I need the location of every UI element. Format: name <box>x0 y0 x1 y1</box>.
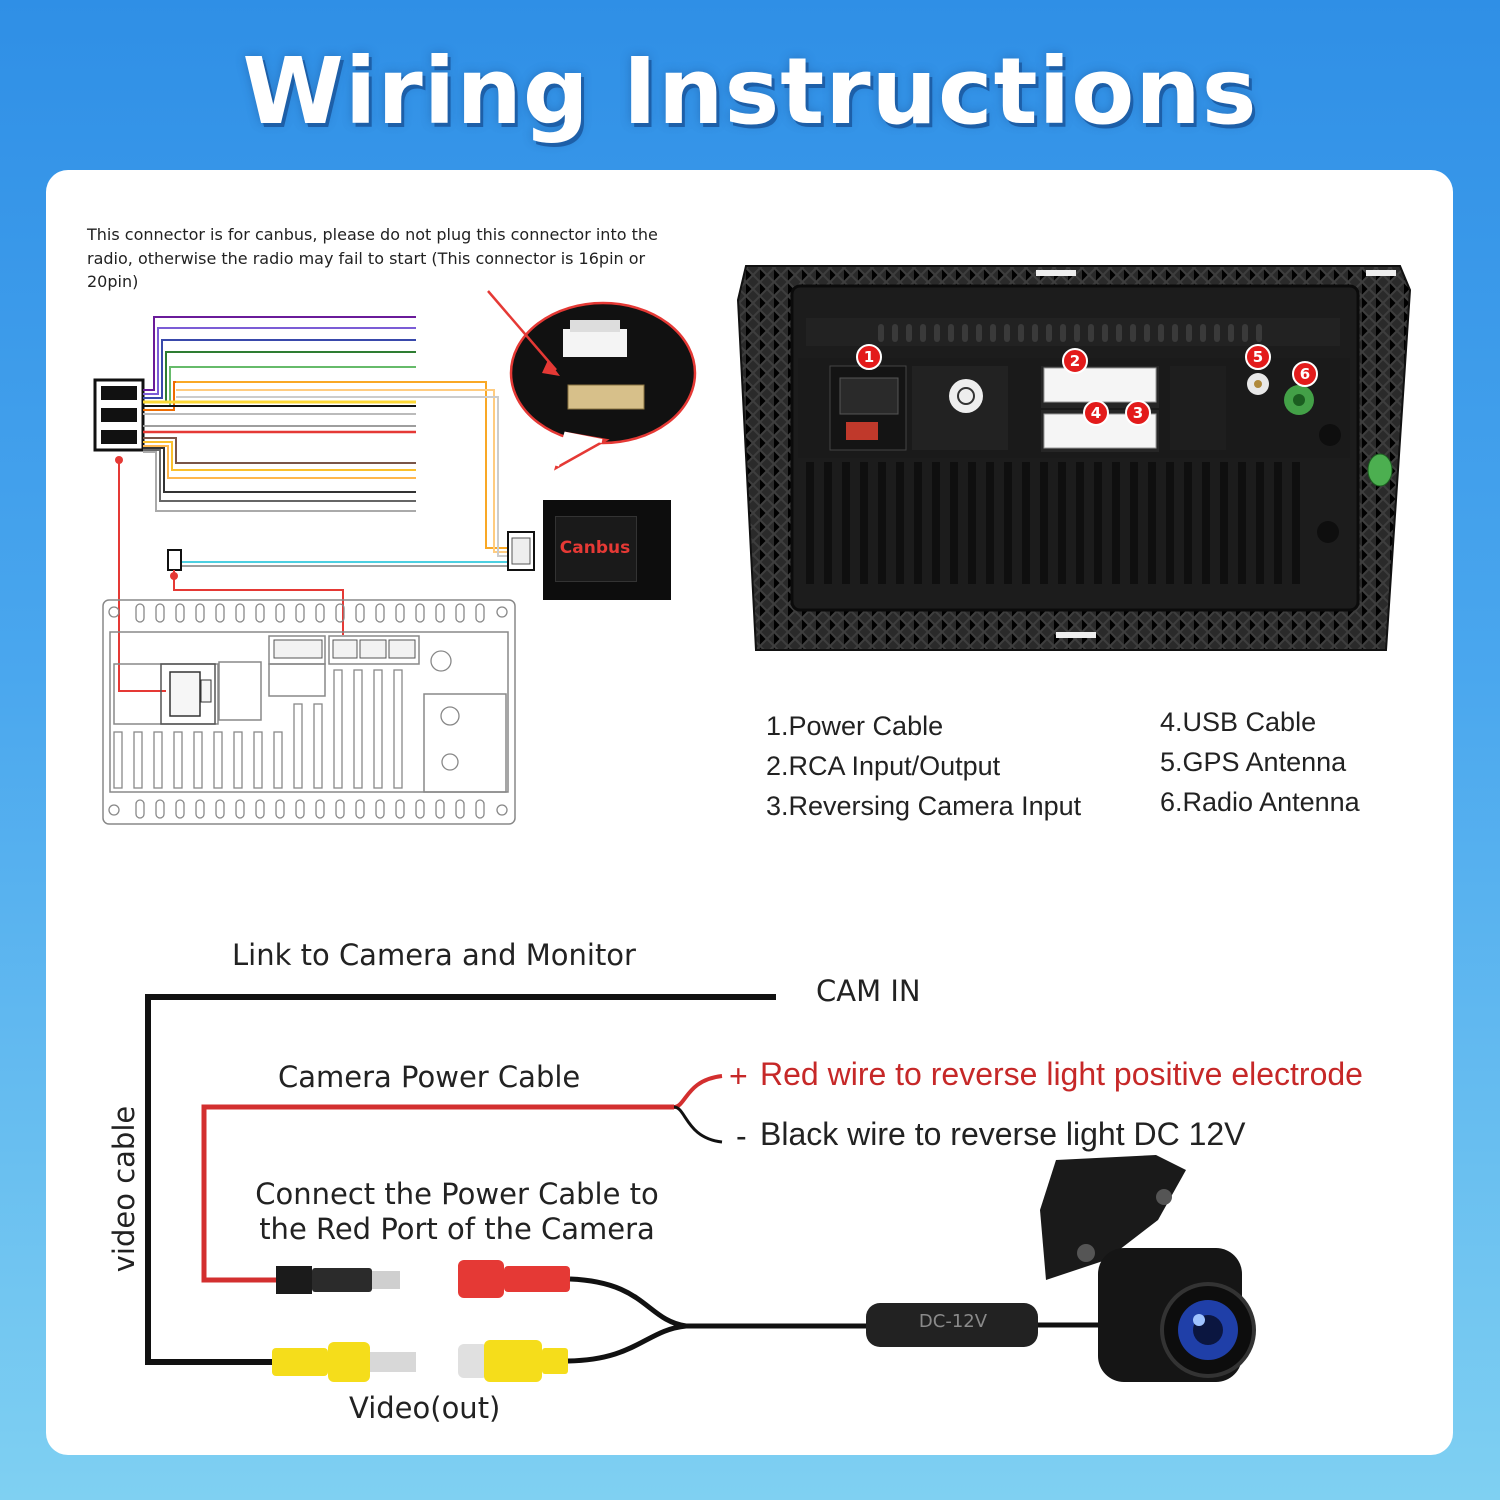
canbus-label: Canbus <box>559 538 631 558</box>
connect-power-line-1: Connect the Power Cable to <box>255 1177 659 1211</box>
port-badge-6: 6 <box>1292 361 1318 387</box>
port-badge-3: 3 <box>1125 400 1151 426</box>
red-wire-instruction: Red wire to reverse light positive elect… <box>760 1056 1363 1092</box>
port-badge-4: 4 <box>1083 400 1109 426</box>
legend-item-rca: 2.RCA Input/Output <box>766 751 1001 781</box>
port-badge-5: 5 <box>1245 344 1271 370</box>
harness-wires <box>143 316 508 567</box>
canbus-module: Canbus <box>543 500 671 600</box>
video-out-label: Video(out) <box>349 1391 501 1425</box>
canbus-warning-note: This connector is for canbus, please do … <box>87 225 658 291</box>
connect-power-line-2: the Red Port of the Camera <box>259 1212 655 1246</box>
legend-item-power-cable: 1.Power Cable <box>766 711 944 741</box>
heatsink-fins <box>806 462 1300 584</box>
legend-item-gps: 5.GPS Antenna <box>1160 747 1347 777</box>
power-cable-line <box>201 1104 674 1283</box>
video-cable-label: video cable <box>107 1105 141 1273</box>
cam-in-label: CAM IN <box>816 974 921 1008</box>
port-legend-right: 4.USB Cable 5.GPS Antenna 6.Radio Antenn… <box>1160 702 1360 822</box>
camera-power-cable-label: Camera Power Cable <box>278 1060 581 1094</box>
legend-item-reversing-camera: 3.Reversing Camera Input <box>766 791 1082 821</box>
radio-outline <box>102 599 516 825</box>
port-legend-left: 1.Power Cable 2.RCA Input/Output 3.Rever… <box>766 706 1081 826</box>
legend-item-usb: 4.USB Cable <box>1160 707 1317 737</box>
connect-power-note: Connect the Power Cable to the Red Port … <box>242 1177 672 1247</box>
link-camera-monitor-label: Link to Camera and Monitor <box>232 938 636 972</box>
red-wire-sign: + <box>729 1058 748 1094</box>
canbus-callout <box>487 290 697 471</box>
radio-vents <box>108 603 508 819</box>
black-wire-sign: - <box>736 1118 747 1154</box>
port-badge-1: 1 <box>856 344 882 370</box>
radio-back-panel <box>736 265 1412 651</box>
port-badge-2: 2 <box>1062 348 1088 374</box>
dc-12v-label: DC-12V <box>918 1311 988 1332</box>
instruction-card: This connector is for canbus, please do … <box>46 170 1453 1455</box>
legend-item-radio-antenna: 6.Radio Antenna <box>1160 787 1360 817</box>
top-vents <box>878 324 1262 342</box>
wiring-harness-diagram <box>93 290 697 825</box>
dc-12v-module <box>866 1303 1038 1347</box>
camera-wiring-diagram <box>145 994 1256 1382</box>
video-cable-line <box>145 994 776 1365</box>
page-title: Wiring Instructions <box>242 38 1258 145</box>
black-wire-instruction: Black wire to reverse light DC 12V <box>760 1116 1246 1152</box>
